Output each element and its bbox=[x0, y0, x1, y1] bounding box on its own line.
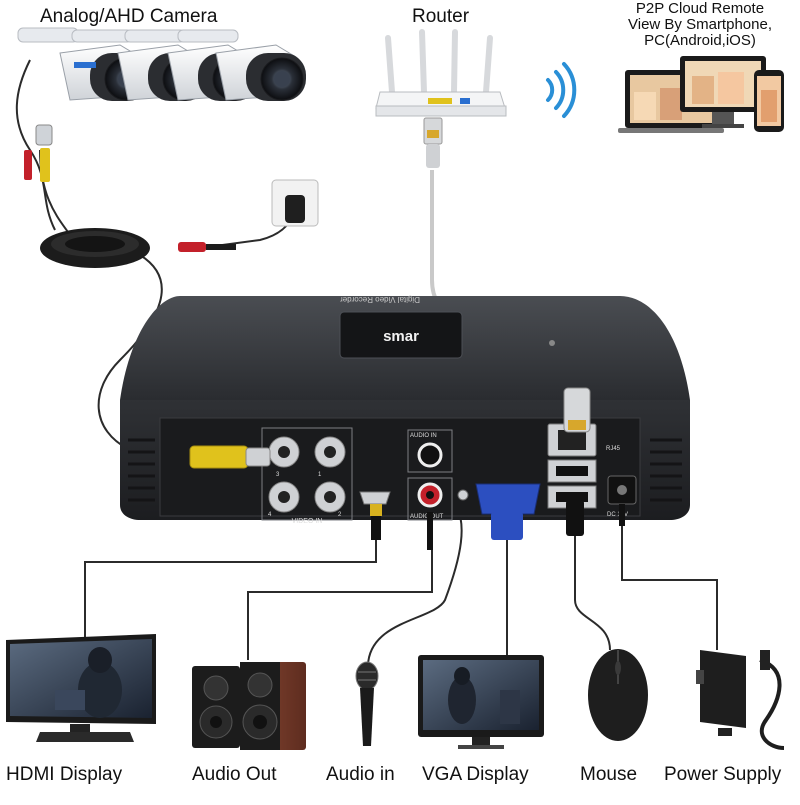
bnc-plug-icon bbox=[189, 445, 271, 469]
rj45-label: RJ45 bbox=[606, 446, 621, 452]
device-cables bbox=[84, 499, 718, 666]
desktop-monitor-icon bbox=[680, 56, 766, 128]
rj45-plug-icon bbox=[423, 117, 443, 168]
power-led bbox=[549, 340, 555, 346]
hdmi-port bbox=[359, 491, 391, 540]
speaker-icon bbox=[192, 662, 306, 750]
power-splitter-icon bbox=[178, 242, 236, 252]
camera-icon bbox=[215, 44, 306, 101]
bnc-number: 1 bbox=[318, 472, 322, 478]
camera-connectors bbox=[24, 124, 53, 182]
vent-slots bbox=[128, 438, 682, 502]
dvr-brand: smar bbox=[383, 328, 419, 345]
wall-socket-icon bbox=[271, 179, 319, 227]
smartphone-icon bbox=[754, 70, 784, 132]
router-label: Router bbox=[412, 6, 470, 27]
vga-port bbox=[475, 483, 541, 540]
video-in-ports: 3 1 4 2 VIDEO IN bbox=[261, 427, 353, 525]
p2p-label-line: P2P Cloud Remote bbox=[635, 0, 765, 17]
p2p-label-line: View By Smartphone, bbox=[628, 16, 772, 33]
bnc-port bbox=[314, 481, 346, 513]
audio-in-label: AUDIO IN bbox=[410, 433, 437, 439]
bnc-port bbox=[268, 436, 300, 468]
hdmi-display-label: HDMI Display bbox=[6, 764, 123, 785]
camera-logo bbox=[74, 62, 96, 68]
router-icon bbox=[375, 29, 507, 117]
screw-icon bbox=[457, 489, 469, 501]
camera-label: Analog/AHD Camera bbox=[40, 6, 218, 27]
dc-label: DC 12V bbox=[607, 512, 628, 518]
audio-in-label: Audio in bbox=[326, 764, 395, 785]
video-in-label: VIDEO IN bbox=[292, 518, 323, 525]
bnc-port bbox=[268, 481, 300, 513]
mouse-label: Mouse bbox=[580, 764, 638, 785]
wifi-icon bbox=[546, 62, 577, 118]
dvr-top-text: Digital Video Recorder bbox=[340, 295, 420, 304]
power-adapter-icon bbox=[696, 650, 785, 750]
camera-group bbox=[17, 27, 306, 101]
mouse-icon bbox=[588, 649, 648, 741]
dvr-recorder: smar Digital Video Recorder 3 1 4 2 VIDE… bbox=[120, 295, 690, 550]
microphone-icon bbox=[355, 661, 379, 746]
dc-power-port: DC 12V bbox=[607, 475, 637, 526]
audio-out-label: Audio Out bbox=[192, 764, 277, 785]
bnc-number: 3 bbox=[276, 472, 280, 478]
bnc-number: 4 bbox=[268, 512, 272, 518]
dvr-brand-plate bbox=[339, 311, 463, 359]
usb-ports bbox=[547, 459, 597, 536]
audio-out-label: AUDIO OUT bbox=[410, 514, 444, 520]
cable-reel-icon bbox=[40, 228, 150, 268]
vga-display-label: VGA Display bbox=[422, 764, 529, 785]
audio-out-port: AUDIO OUT bbox=[407, 477, 453, 550]
rj45-port: RJ45 bbox=[547, 387, 621, 457]
p2p-label: P2P Cloud Remote View By Smartphone, PC(… bbox=[610, 1, 790, 49]
monitor-icon bbox=[6, 634, 156, 742]
bnc-number: 2 bbox=[338, 512, 342, 518]
bnc-port bbox=[314, 436, 346, 468]
monitor-icon bbox=[418, 655, 544, 749]
camera-bracket bbox=[17, 27, 239, 43]
audio-in-port: AUDIO IN bbox=[407, 429, 453, 473]
power-supply-label: Power Supply bbox=[664, 764, 782, 785]
p2p-label-line: PC(Android,iOS) bbox=[644, 32, 756, 49]
